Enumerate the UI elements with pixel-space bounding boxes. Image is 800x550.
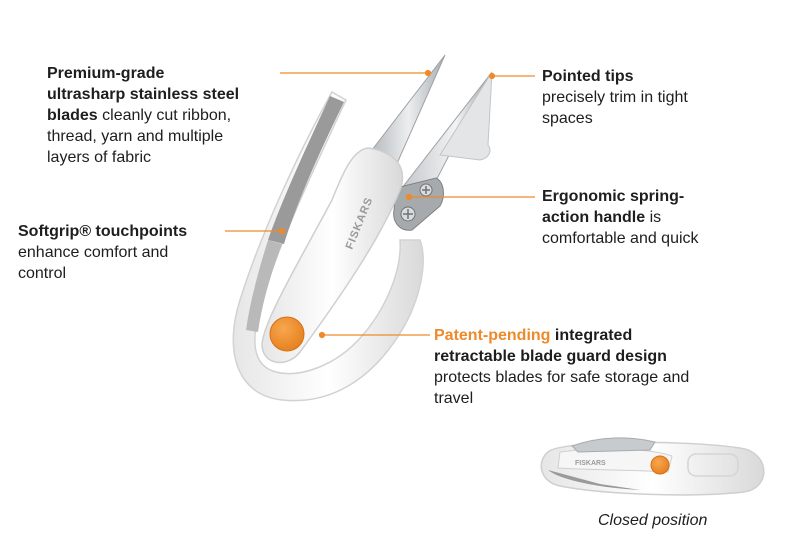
callout-guard-line4: travel <box>434 390 474 407</box>
callout-handle-line1: Ergonomic spring- <box>542 188 685 205</box>
callout-softgrip-title: Softgrip® touchpoints <box>18 223 188 240</box>
callout-softgrip-line2: control <box>18 265 67 282</box>
inner-handle <box>261 147 404 364</box>
closed-brand-logo: FISKARS <box>575 460 606 467</box>
callout-blades-line3-rest: cleanly cut ribbon, <box>97 107 232 124</box>
callout-blades-line4: thread, yarn and multiple <box>47 128 224 145</box>
callout-guard-line1-rest: integrated <box>550 327 633 344</box>
callout-tips-line2: spaces <box>542 110 593 127</box>
callout-handle-line2-rest: is <box>645 209 662 226</box>
callout-blades-line1: Premium-grade <box>47 65 165 82</box>
callout-blades-line3-bold: blades <box>47 107 98 124</box>
callout-tips-line1: precisely trim in tight <box>542 89 688 106</box>
closed-position-illustration: FISKARS <box>540 437 765 496</box>
callout-guard-highlight: Patent-pending <box>434 327 551 344</box>
callout-leaders <box>225 69 535 339</box>
closed-position-caption: Closed position <box>598 512 708 529</box>
callout-tips: Pointed tips precisely trim in tight spa… <box>542 66 752 129</box>
guard-button <box>269 316 305 352</box>
callout-blades-line5: layers of fabric <box>47 149 152 166</box>
softgrip-strip <box>268 96 344 244</box>
callout-blades-line2: ultrasharp stainless steel <box>47 86 240 103</box>
callout-softgrip-line1: enhance comfort and <box>18 244 169 261</box>
callout-blades: Premium-grade ultrasharp stainless steel… <box>47 63 277 168</box>
callout-handle-line2-bold: action handle <box>542 209 646 226</box>
callout-guard: Patent-pending integrated retractable bl… <box>434 325 764 409</box>
callout-handle: Ergonomic spring- action handle is comfo… <box>542 186 772 249</box>
callout-guard-line2: retractable blade guard design <box>434 348 667 365</box>
callout-guard-line3: protects blades for safe storage and <box>434 369 690 386</box>
callout-handle-line3: comfortable and quick <box>542 230 699 247</box>
callout-tips-title: Pointed tips <box>542 68 634 85</box>
callout-softgrip: Softgrip® touchpoints enhance comfort an… <box>18 221 228 284</box>
